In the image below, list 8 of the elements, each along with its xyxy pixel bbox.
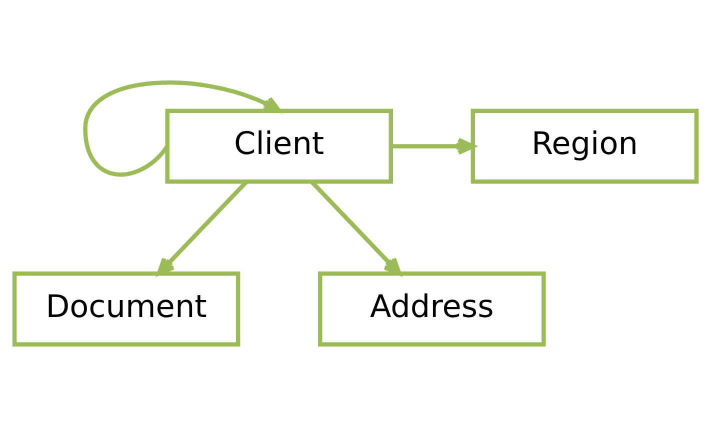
node-box: Address (318, 271, 546, 346)
node-box: Document (12, 271, 240, 346)
arrow (156, 180, 248, 276)
node-box: Region (470, 108, 699, 184)
node-box: Client (165, 108, 393, 184)
arrow (83, 80, 282, 176)
arrow (310, 180, 402, 276)
arrow (391, 138, 476, 155)
